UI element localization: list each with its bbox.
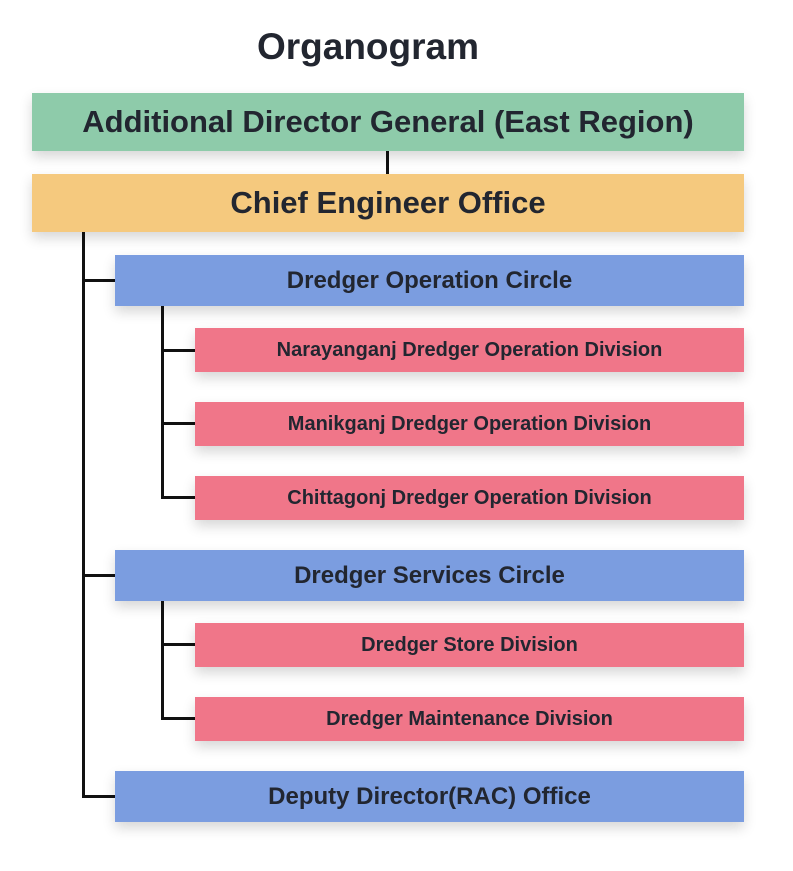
connector-to-store-division (161, 643, 195, 646)
connector-services-trunk (161, 601, 164, 720)
connector-to-chittagonj-division (161, 496, 195, 499)
node-narayanganj-division: Narayanganj Dredger Operation Division (195, 328, 744, 372)
connector-to-manikganj-division (161, 422, 195, 425)
connector-to-maintenance-division (161, 717, 195, 720)
node-dredger-operation-circle: Dredger Operation Circle (115, 255, 744, 306)
node-manikganj-division: Manikganj Dredger Operation Division (195, 402, 744, 446)
connector-to-narayanganj-division (161, 349, 195, 352)
node-chittagonj-division: Chittagonj Dredger Operation Division (195, 476, 744, 520)
connector-root-to-office (386, 151, 389, 174)
node-chief-engineer-office: Chief Engineer Office (32, 174, 744, 232)
node-dredger-maintenance-division: Dredger Maintenance Division (195, 697, 744, 741)
node-deputy-director-rac-office: Deputy Director(RAC) Office (115, 771, 744, 822)
node-dredger-services-circle: Dredger Services Circle (115, 550, 744, 601)
connector-to-services-circle (82, 574, 115, 577)
page-title: Organogram (256, 26, 480, 67)
connector-office-trunk (82, 232, 85, 798)
connector-to-operation-circle (82, 279, 115, 282)
connector-operation-trunk (161, 306, 164, 499)
connector-to-rac-office (82, 795, 115, 798)
node-dredger-store-division: Dredger Store Division (195, 623, 744, 667)
node-additional-director-general: Additional Director General (East Region… (32, 93, 744, 151)
